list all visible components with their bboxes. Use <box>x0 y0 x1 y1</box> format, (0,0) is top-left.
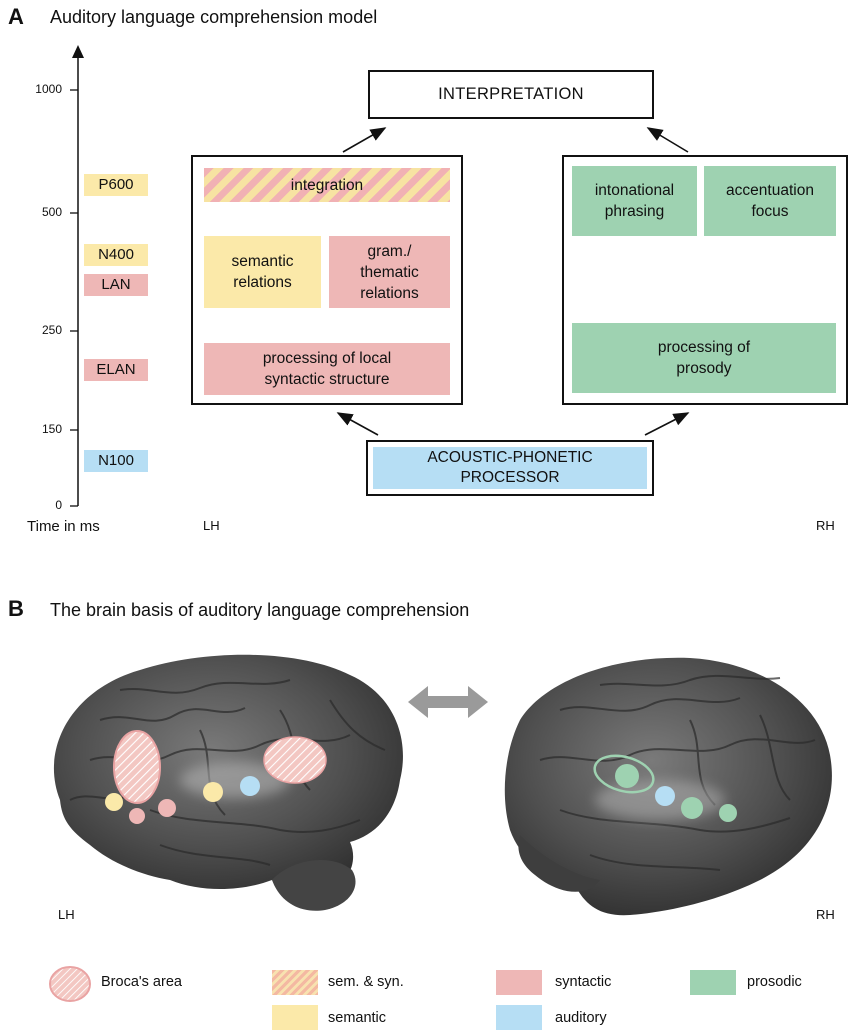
broca-area-marker <box>113 730 161 804</box>
panel-b-rh-label: RH <box>816 907 835 922</box>
tick-150: 150 <box>41 422 62 436</box>
panel-b-letter: B <box>8 596 24 621</box>
panel-a-lh-label: LH <box>203 518 220 533</box>
temporal-sem-syn-marker <box>263 736 327 784</box>
accentuation-focus-cell: accentuation focus <box>704 166 836 236</box>
prosodic-dot-1 <box>615 764 639 788</box>
tick-0: 0 <box>55 498 62 512</box>
semantic-relations-cell: semantic relations <box>204 236 321 308</box>
interpretation-box: INTERPRETATION <box>368 70 654 119</box>
erp-p600: P600 <box>84 174 148 196</box>
intonational-phrasing-cell: intonational phrasing <box>572 166 697 236</box>
hemisphere-double-arrow <box>408 686 488 718</box>
syntactic-dot-2 <box>158 799 176 817</box>
legend-sem-syn-label: sem. & syn. <box>328 974 404 990</box>
arrow-acoustic-to-left <box>336 412 379 436</box>
auditory-dot-left <box>240 776 260 796</box>
thematic-relations-cell: gram./ thematic relations <box>329 236 450 308</box>
legend-auditory-swatch <box>496 1005 542 1030</box>
erp-lan: LAN <box>84 274 148 296</box>
semantic-dot-2 <box>203 782 223 802</box>
acoustic-phonetic-box: ACOUSTIC-PHONETIC PROCESSOR <box>366 440 654 496</box>
erp-elan: ELAN <box>84 359 148 381</box>
arrow-acoustic-to-right <box>644 412 690 436</box>
legend-syntactic-label: syntactic <box>555 974 612 990</box>
panel-a-rh-label: RH <box>816 518 835 533</box>
panel-b-lh-label: LH <box>58 907 75 922</box>
panel-b-title: The brain basis of auditory language com… <box>50 600 470 620</box>
auditory-dot-right <box>655 786 675 806</box>
panel-a-letter: A <box>8 4 24 29</box>
tick-500: 500 <box>41 205 62 219</box>
left-brain <box>53 654 403 911</box>
semantic-dot-1 <box>105 793 123 811</box>
right-brain <box>504 657 832 916</box>
prosodic-dot-3 <box>719 804 737 822</box>
local-syntactic-cell: processing of local syntactic structure <box>204 343 450 395</box>
tick-250: 250 <box>41 323 62 337</box>
legend-prosodic-label: prosodic <box>747 974 802 990</box>
legend-auditory-label: auditory <box>555 1010 607 1026</box>
erp-n100: N100 <box>84 450 148 472</box>
prosodic-dot-2 <box>681 797 703 819</box>
erp-n400: N400 <box>84 244 148 266</box>
integration-cell: integration <box>204 168 450 202</box>
time-axis-arrowhead <box>72 45 84 58</box>
prosody-cell: processing of prosody <box>572 323 836 393</box>
legend-broca-swatch <box>49 966 91 1002</box>
panel-a-title: Auditory language comprehension model <box>50 7 378 27</box>
arrow-left-to-interpretation <box>342 127 387 153</box>
time-axis-label: Time in ms <box>27 518 100 535</box>
legend-sem-syn-swatch <box>272 970 318 995</box>
acoustic-phonetic-label: ACOUSTIC-PHONETIC PROCESSOR <box>373 447 647 489</box>
tick-1000: 1000 <box>35 82 62 96</box>
legend-semantic-label: semantic <box>328 1010 387 1026</box>
brain-illustrations <box>53 654 832 916</box>
legend-semantic-swatch <box>272 1005 318 1030</box>
legend-broca-label: Broca's area <box>101 974 182 990</box>
legend-prosodic-swatch <box>690 970 736 995</box>
legend-syntactic-swatch <box>496 970 542 995</box>
integration-label: integration <box>290 176 364 194</box>
syntactic-dot-1 <box>129 808 145 824</box>
arrow-right-to-interpretation <box>646 127 689 153</box>
prosodic-outline-marker <box>593 754 655 794</box>
